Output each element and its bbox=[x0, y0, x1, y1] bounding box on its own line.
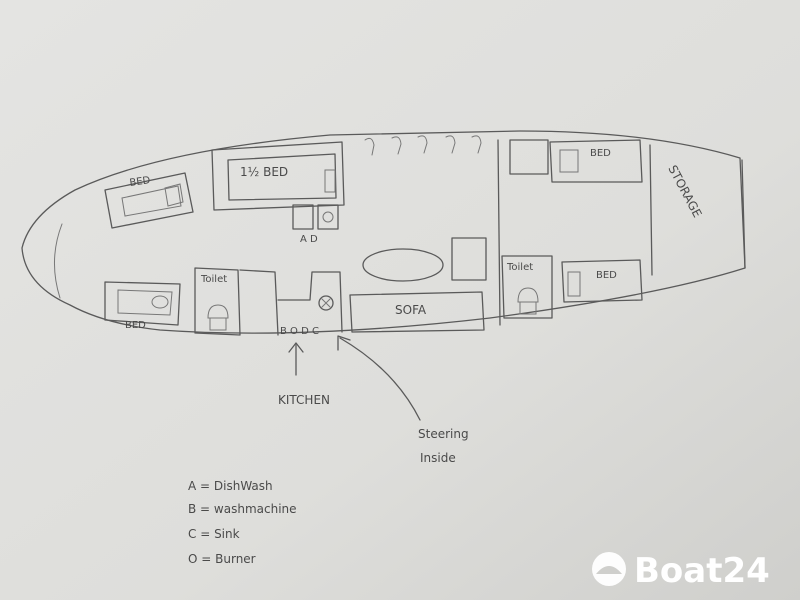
toilet-2: Toilet bbox=[501, 255, 553, 319]
bed-4: BED bbox=[104, 281, 181, 331]
kitchen-codes-label: B O D C bbox=[280, 326, 319, 337]
bed-4-label: BED bbox=[125, 320, 146, 331]
boat24-watermark: Boat24 bbox=[592, 551, 770, 591]
toilet-2-label: Toilet bbox=[506, 262, 533, 273]
bed-5: BED bbox=[561, 259, 643, 303]
sofa: SOFA bbox=[349, 291, 485, 333]
bed-1-label: BED bbox=[129, 175, 152, 189]
bed-1-5-label: 1½ BED bbox=[240, 165, 288, 179]
steering-callout: Steering Inside bbox=[337, 335, 469, 465]
boat24-brand-text: Boat24 bbox=[634, 551, 770, 591]
sofa-label: SOFA bbox=[395, 303, 427, 317]
center-divider bbox=[497, 139, 501, 326]
window-marks bbox=[364, 135, 482, 156]
legend-item-b: B = washmachine bbox=[188, 502, 297, 516]
toilet-1: Toilet bbox=[194, 267, 241, 336]
bed-1: BED bbox=[104, 172, 194, 229]
steering-callout-line1: Steering bbox=[418, 427, 469, 441]
legend-item-a: A = DishWash bbox=[188, 479, 273, 493]
kitchen-callout: KITCHEN bbox=[278, 342, 330, 407]
steering-callout-line2: Inside bbox=[420, 451, 456, 465]
bed-1-5: 1½ BED bbox=[211, 141, 345, 211]
appliance-codes-label: A D bbox=[300, 234, 318, 245]
kitchen-callout-label: KITCHEN bbox=[278, 393, 330, 407]
legend-item-o: O = Burner bbox=[188, 552, 256, 566]
legend-item-c: C = Sink bbox=[188, 527, 240, 541]
hull-outline bbox=[21, 130, 746, 334]
legend: A = DishWash B = washmachine C = Sink O … bbox=[188, 479, 297, 566]
dining-table bbox=[362, 237, 487, 282]
bed-3: BED bbox=[509, 139, 643, 183]
toilet-1-label: Toilet bbox=[200, 274, 227, 285]
bed-3-label: BED bbox=[590, 148, 611, 159]
kitchen-block: B O D C bbox=[239, 269, 343, 337]
appliances-a-d: A D bbox=[292, 204, 339, 245]
bed-5-label: BED bbox=[596, 270, 617, 281]
